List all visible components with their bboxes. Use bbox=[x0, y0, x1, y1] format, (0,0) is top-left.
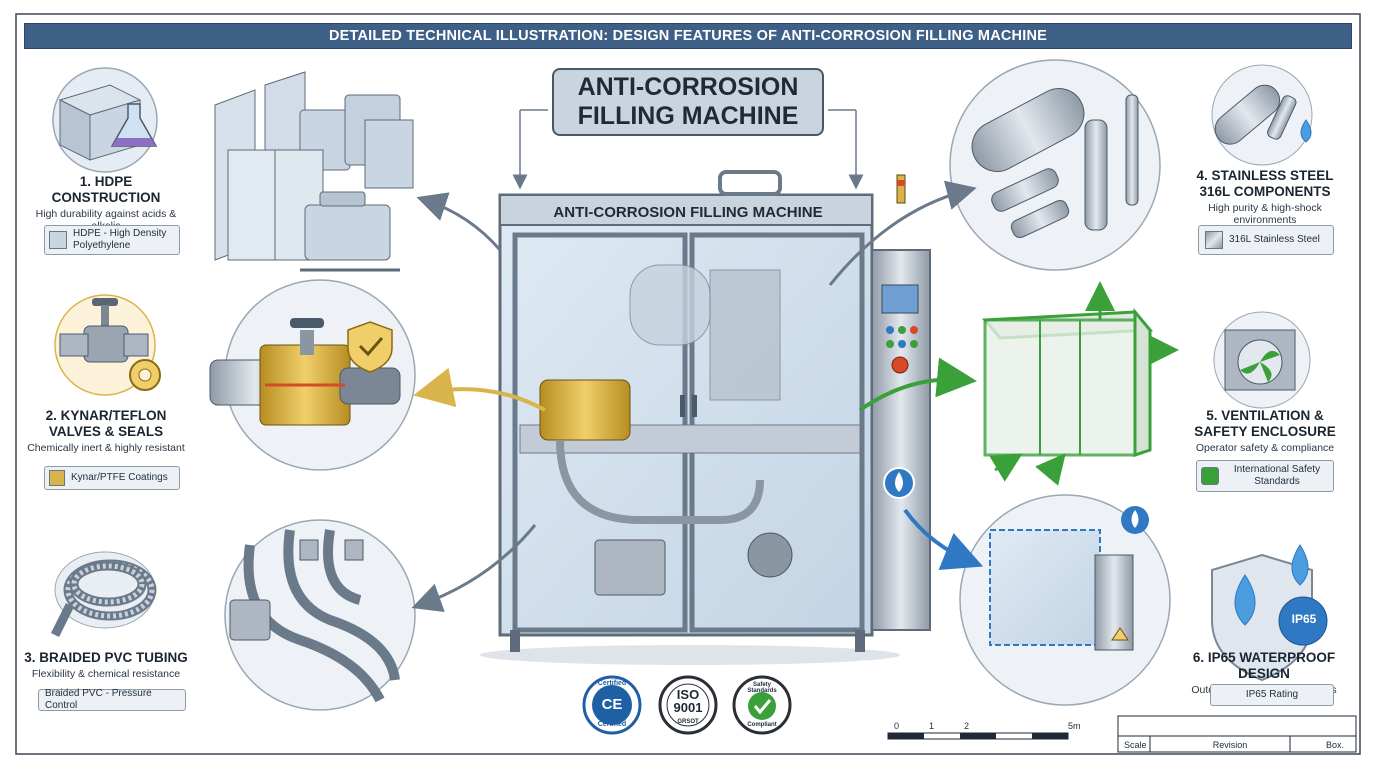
tag-label: IP65 Rating bbox=[1245, 689, 1299, 700]
machine-name-plaque: ANTI-CORROSION FILLING MACHINE bbox=[552, 68, 824, 136]
arrow-to-hdpe bbox=[416, 192, 502, 251]
feature-title: VALVES & SEALS bbox=[48, 424, 164, 439]
feature-description: Chemically inert & highly resistant bbox=[27, 442, 185, 454]
scale-tick-2: 2 bbox=[964, 721, 970, 731]
feature-title: 4. STAINLESS STEEL bbox=[1196, 168, 1334, 183]
feature-title: 316L COMPONENTS bbox=[1199, 184, 1331, 199]
waterproof-machine-illustration bbox=[959, 494, 1171, 706]
iso-certification-seal bbox=[658, 675, 718, 735]
tag-label: 316L Stainless Steel bbox=[1229, 234, 1320, 245]
kynar-material-tag: Kynar/PTFE Coatings bbox=[44, 466, 180, 490]
arrow-to-waterproof bbox=[903, 508, 984, 571]
tag-label: Braided PVC - Pressure Control bbox=[45, 688, 152, 711]
valve-cutaway-illustration bbox=[209, 279, 416, 471]
steel-parts-icon bbox=[1211, 64, 1313, 166]
iso-seal-bottom-text: GRSOT bbox=[677, 719, 699, 725]
plaque-line-2: FILLING MACHINE bbox=[577, 102, 799, 130]
arrow-to-valves bbox=[413, 367, 546, 412]
shield-check-icon bbox=[347, 321, 393, 373]
header-banner: DETAILED TECHNICAL ILLUSTRATION: DESIGN … bbox=[24, 23, 1352, 49]
feature-description: High purity & high-shock environments bbox=[1208, 202, 1322, 226]
kynar-swatch bbox=[49, 470, 65, 486]
safety-seal-top-text: Safety Standards bbox=[747, 682, 777, 694]
feature-description: Flexibility & chemical resistance bbox=[31, 668, 181, 680]
ce-certification-seal bbox=[582, 675, 642, 735]
tag-line-1: HDPE - High Density bbox=[73, 228, 167, 239]
ce-seal-bottom-text: Certified bbox=[597, 721, 627, 728]
hdpe-panels-illustration bbox=[214, 71, 414, 272]
feature-title: SAFETY ENCLOSURE bbox=[1194, 424, 1336, 439]
title-block-grid bbox=[1117, 715, 1357, 753]
feature-braided-pvc: 3. BRAIDED PVC TUBING Flexibility & chem… bbox=[20, 650, 192, 680]
filling-machine-illustration bbox=[480, 170, 931, 665]
stainless-components-illustration bbox=[949, 59, 1161, 271]
gear-icon bbox=[129, 359, 161, 391]
ce-seal-top-text: Certified bbox=[597, 680, 627, 687]
feature-kynar-teflon: 2. KYNAR/TEFLON VALVES & SEALS Chemicall… bbox=[20, 408, 192, 454]
feature-title: 6. IP65 WATERPROOF DESIGN bbox=[1192, 650, 1336, 681]
ip65-badge-label: IP65 bbox=[1291, 612, 1317, 626]
checkmark-icon bbox=[753, 699, 772, 715]
safety-enclosure-illustration bbox=[981, 281, 1179, 486]
tag-line-2: Standards bbox=[1254, 476, 1300, 487]
safety-seal-bottom-text: Compliant bbox=[747, 722, 777, 728]
steel-material-tag: 316L Stainless Steel bbox=[1198, 225, 1334, 255]
iso-seal-line-1: ISO bbox=[676, 687, 700, 702]
tag-label: Kynar/PTFE Coatings bbox=[71, 472, 168, 483]
scale-tick-5m: 5m bbox=[1068, 721, 1081, 731]
feature-stainless-steel: 4. STAINLESS STEEL 316L COMPONENTS High … bbox=[1176, 168, 1354, 226]
arrow-to-steel bbox=[828, 180, 977, 286]
safety-standards-tag: International Safety Standards bbox=[1196, 460, 1334, 492]
feature-title: 2. KYNAR/TEFLON bbox=[45, 408, 167, 423]
tubing-illustration bbox=[224, 519, 416, 711]
feature-description: Operator safety & compliance bbox=[1195, 442, 1335, 454]
feature-title: CONSTRUCTION bbox=[51, 190, 161, 205]
scale-tick-1: 1 bbox=[929, 721, 935, 731]
warning-triangle-icon bbox=[1111, 627, 1129, 641]
scale-bar bbox=[887, 732, 1069, 740]
arrow-to-enclosure bbox=[858, 357, 977, 412]
scale-tick-0: 0 bbox=[894, 721, 900, 731]
feature-hdpe: 1. HDPE CONSTRUCTION High durability aga… bbox=[22, 174, 190, 232]
hdpe-swatch bbox=[49, 231, 67, 249]
fan-icon bbox=[1213, 311, 1311, 409]
ip65-rating-tag: IP65 Rating bbox=[1210, 684, 1334, 706]
outer-border bbox=[15, 13, 1361, 755]
ce-mark: CE bbox=[601, 696, 623, 713]
iso-seal-line-2: 9001 bbox=[673, 700, 703, 715]
feature-title: 3. BRAIDED PVC TUBING bbox=[24, 650, 188, 665]
ip65-shield-icon bbox=[1211, 544, 1328, 682]
plaque-line-1: ANTI-CORROSION bbox=[577, 73, 799, 101]
feature-ventilation-safety: 5. VENTILATION & SAFETY ENCLOSURE Operat… bbox=[1176, 408, 1354, 454]
hdpe-material-tag: HDPE - High Density Polyethylene bbox=[44, 225, 180, 255]
braided-tubing-coil-icon bbox=[50, 551, 157, 638]
title-block-box: Box. bbox=[1326, 740, 1345, 750]
machine-panel-title: ANTI-CORROSION FILLING MACHINE bbox=[553, 203, 823, 221]
steel-swatch bbox=[1205, 231, 1223, 249]
title-block-revision: Revision bbox=[1212, 740, 1248, 750]
feature-title: 1. HDPE bbox=[79, 174, 133, 189]
feature-title: 5. VENTILATION & bbox=[1206, 408, 1324, 423]
pvc-material-tag: Braided PVC - Pressure Control bbox=[38, 688, 186, 711]
title-block-scale: Scale bbox=[1124, 740, 1147, 750]
flask-icon bbox=[110, 103, 158, 147]
safety-standards-seal bbox=[732, 675, 792, 735]
tag-line-1: International Safety bbox=[1233, 464, 1321, 475]
tag-line-2: Polyethylene bbox=[73, 240, 131, 251]
water-drop-badge-icon bbox=[883, 467, 915, 499]
arrow-to-tubing bbox=[411, 524, 537, 613]
shield-check-icon bbox=[1201, 467, 1219, 485]
banner-title: DETAILED TECHNICAL ILLUSTRATION: DESIGN … bbox=[328, 28, 1047, 44]
